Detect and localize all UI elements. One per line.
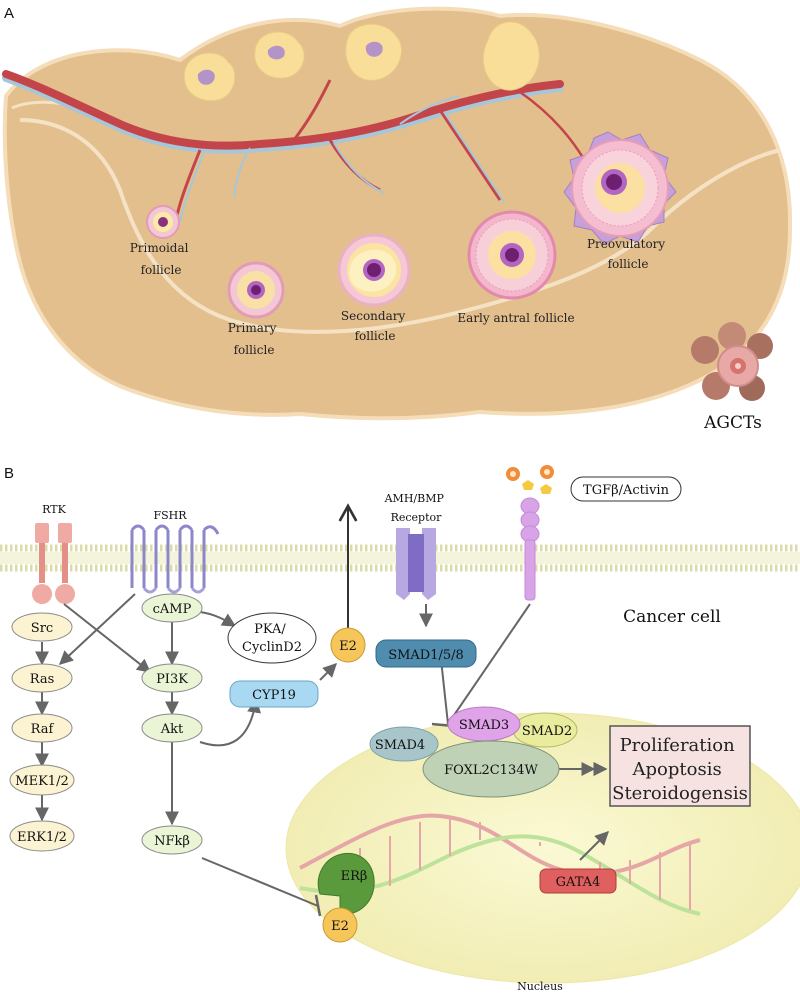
fshr-receptor <box>130 524 220 594</box>
node-e2-nucleus-label: E2 <box>331 919 349 934</box>
node-gata4: GATA4 <box>539 868 617 894</box>
node-smad3-label: SMAD3 <box>459 718 509 733</box>
outcomes-text: Proliferation Apoptosis Steroidogensis <box>612 735 748 804</box>
label-primordial-line1: Primoidal <box>130 241 189 255</box>
node-e2-top-label: E2 <box>339 639 357 654</box>
label-fshr: FSHR <box>153 509 187 522</box>
atretic-bodies <box>183 21 540 102</box>
label-agcts: AGCTs <box>703 413 762 433</box>
primordial-follicle <box>146 205 180 239</box>
node-foxl2-label: FOXL2C134W <box>444 763 538 778</box>
label-secondary: Secondary follicle <box>341 309 409 343</box>
amh-bmp-receptor <box>396 528 436 600</box>
early-antral-follicle <box>467 210 557 300</box>
label-preovulatory: Preovulatory follicle <box>587 237 669 271</box>
label-primordial: Primoidal follicle <box>130 241 193 277</box>
node-smad2: SMAD2 <box>512 712 578 748</box>
label-cancer-cell: Cancer cell <box>623 607 721 627</box>
primary-follicle <box>227 261 285 319</box>
node-erk: ERK1/2 <box>9 820 75 852</box>
node-nfkb-label: NFkβ <box>154 834 190 849</box>
label-nucleus: Nucleus <box>517 980 563 993</box>
node-camp: cAMP <box>141 593 203 623</box>
node-raf: Raf <box>11 713 73 743</box>
node-e2-top: E2 <box>330 627 366 663</box>
node-akt: Akt <box>141 713 203 743</box>
label-primary-line2: follicle <box>234 343 275 357</box>
label-primary-line1: Primary <box>228 321 277 335</box>
label-amh-bmp-line2: Receptor <box>391 511 443 524</box>
label-preovulatory-line1: Preovulatory <box>587 237 665 251</box>
tgf-ligands <box>506 465 554 494</box>
label-secondary-line1: Secondary <box>341 309 406 323</box>
label-amh-bmp-line1: AMH/BMP <box>384 492 445 505</box>
node-pka-line2: CyclinD2 <box>242 640 302 655</box>
label-rtk: RTK <box>42 503 66 516</box>
panel-a-letter: A <box>4 5 14 22</box>
node-ras: Ras <box>11 663 73 693</box>
node-camp-label: cAMP <box>153 602 192 617</box>
node-smad4: SMAD4 <box>369 726 439 762</box>
node-nfkb: NFkβ <box>141 825 203 855</box>
node-src-label: Src <box>31 621 53 636</box>
label-amh-bmp: AMH/BMP Receptor <box>384 492 448 524</box>
node-pka-line1: PKA/ <box>254 622 286 637</box>
node-mek: MEK1/2 <box>9 764 75 796</box>
node-pi3k-label: PI3K <box>156 672 188 687</box>
label-tgf: TGFβ/Activin <box>583 483 670 498</box>
node-foxl2: FOXL2C134W <box>422 740 560 798</box>
label-primordial-line2: follicle <box>141 263 182 277</box>
panel-b-letter: B <box>4 465 14 482</box>
node-pka-label: PKA/ CyclinD2 <box>242 622 302 655</box>
node-cyp19-label: CYP19 <box>252 688 296 703</box>
rtk-receptor <box>32 523 75 604</box>
node-raf-label: Raf <box>31 722 55 737</box>
outcome-2: Apoptosis <box>632 759 722 780</box>
label-primary: Primary follicle <box>228 321 281 357</box>
label-secondary-line2: follicle <box>355 329 396 343</box>
label-preovulatory-line2: follicle <box>608 257 649 271</box>
tgf-receptor <box>520 497 540 601</box>
node-smad2-label: SMAD2 <box>522 724 572 739</box>
node-smad158: SMAD1/5/8 <box>375 639 477 668</box>
agct-cells <box>691 322 773 401</box>
node-pka: PKA/ CyclinD2 <box>227 612 317 664</box>
outcomes-box: Proliferation Apoptosis Steroidogensis <box>609 725 751 807</box>
node-smad3: SMAD3 <box>447 706 521 742</box>
node-pi3k: PI3K <box>141 663 203 693</box>
node-erb: ERβ <box>317 852 375 915</box>
node-gata4-label: GATA4 <box>556 875 601 890</box>
node-mek-label: MEK1/2 <box>15 774 68 789</box>
outcome-3: Steroidogensis <box>612 783 748 804</box>
node-smad158-label: SMAD1/5/8 <box>388 648 464 663</box>
ovary <box>2 6 793 421</box>
node-akt-label: Akt <box>160 722 184 737</box>
node-erb-label: ERβ <box>341 869 368 884</box>
label-early-antral: Early antral follicle <box>457 311 574 325</box>
node-cyp19: CYP19 <box>229 680 319 708</box>
node-src: Src <box>11 612 73 642</box>
secondary-follicle <box>337 233 411 307</box>
node-ras-label: Ras <box>30 672 55 687</box>
outcome-1: Proliferation <box>620 735 736 756</box>
node-smad4-label: SMAD4 <box>375 738 425 753</box>
blood-vessels <box>2 70 598 223</box>
tgf-label-box <box>570 476 682 502</box>
preovulatory-follicle <box>563 131 677 245</box>
node-erk-label: ERK1/2 <box>17 830 67 845</box>
node-e2-nucleus: E2 <box>322 907 358 943</box>
